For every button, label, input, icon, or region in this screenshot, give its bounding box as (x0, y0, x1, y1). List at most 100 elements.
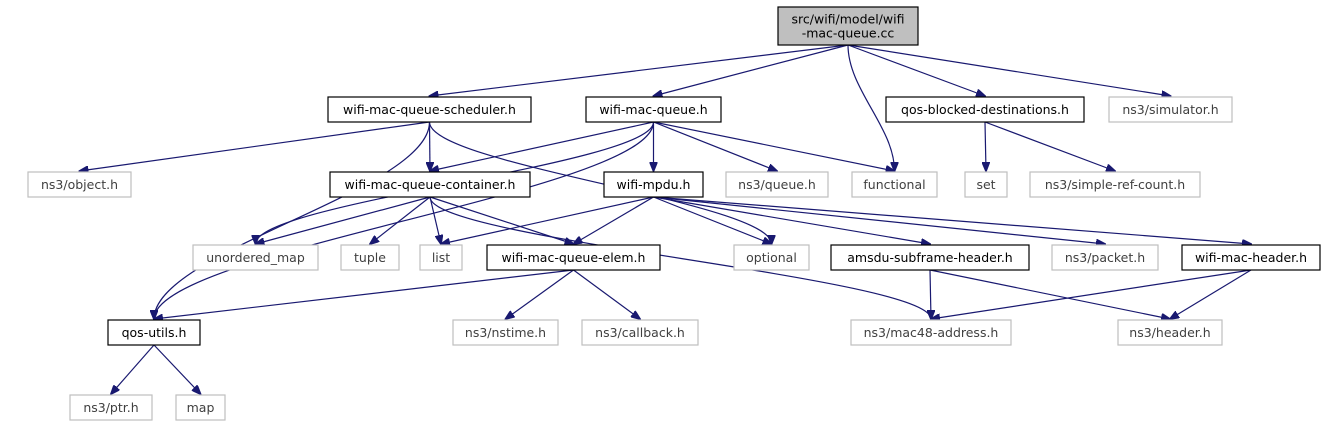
node-ptr: ns3/ptr.h (69, 394, 153, 421)
node-src-box (1029, 171, 1201, 198)
edge-qos-to-map (153, 344, 201, 394)
node-cont-label: wifi-mac-queue-container.h (345, 177, 516, 192)
node-sched-box (327, 96, 532, 123)
node-amsdu[interactable]: amsdu-subframe-header.h (830, 244, 1030, 271)
edge-wmq-to-qos (154, 121, 655, 319)
edge-hdr-to-nhdr (1170, 269, 1252, 319)
edge-mpdu-to-pkt (653, 196, 1106, 244)
node-wmq-label: wifi-mac-queue.h (599, 102, 707, 117)
edge-cont-to-mac48 (429, 196, 931, 319)
node-umap: unordered_map (192, 244, 319, 271)
node-mpdu-box (603, 171, 704, 198)
node-func-label: functional (863, 177, 925, 192)
node-elem-box (486, 244, 661, 271)
node-hdr-box (1181, 244, 1321, 271)
node-obj: ns3/object.h (27, 171, 132, 198)
edge-sched-to-cont (430, 121, 431, 171)
node-root-label: src/wifi/model/wifi (792, 12, 905, 27)
edges (80, 44, 1252, 394)
node-sim: ns3/simulator.h (1108, 96, 1233, 123)
node-list: list (419, 244, 463, 271)
node-mac48-label: ns3/mac48-address.h (864, 325, 999, 340)
edge-qbd-to-set (985, 121, 986, 171)
node-func: functional (851, 171, 938, 198)
node-sim-box (1108, 96, 1233, 123)
edge-mpdu-to-list (441, 196, 654, 244)
node-hdr-label: wifi-mac-header.h (1195, 250, 1307, 265)
node-cb-label: ns3/callback.h (595, 325, 685, 340)
node-map-box (175, 394, 226, 421)
node-root[interactable]: src/wifi/model/wifi-mac-queue.cc (777, 6, 919, 46)
node-obj-box (27, 171, 132, 198)
node-list-label: list (432, 250, 450, 265)
node-qos-label: qos-utils.h (122, 325, 187, 340)
node-ptr-label: ns3/ptr.h (83, 400, 138, 415)
node-cont-box (329, 171, 531, 198)
node-qbd-box (885, 96, 1085, 123)
node-nst: ns3/nstime.h (452, 319, 559, 346)
node-nst-box (452, 319, 559, 346)
node-umap-box (192, 244, 319, 271)
node-wmq-box (585, 96, 722, 123)
edge-mpdu-to-hdr (653, 196, 1252, 244)
edge-mpdu-to-elem (574, 196, 654, 244)
node-list-box (419, 244, 463, 271)
edge-wmq-to-func (653, 121, 895, 171)
node-amsdu-box (830, 244, 1030, 271)
node-nhdr-label: ns3/header.h (1129, 325, 1210, 340)
node-sched-label: wifi-mac-queue-scheduler.h (343, 102, 516, 117)
node-src-label: ns3/simple-ref-count.h (1045, 177, 1185, 192)
edge-elem-to-nst (506, 269, 574, 319)
node-pkt: ns3/packet.h (1051, 244, 1159, 271)
edge-qbd-to-src (984, 121, 1115, 171)
node-queue: ns3/queue.h (725, 171, 829, 198)
node-queue-label: ns3/queue.h (738, 177, 816, 192)
node-cb-box (581, 319, 699, 346)
node-qbd[interactable]: qos-blocked-destinations.h (885, 96, 1085, 123)
edge-cont-to-umap (256, 196, 431, 244)
edge-root-to-func (847, 44, 895, 171)
edge-sched-to-obj (80, 121, 430, 171)
node-tuple-box (340, 244, 400, 271)
node-sched[interactable]: wifi-mac-queue-scheduler.h (327, 96, 532, 123)
edge-elem-to-qos (154, 269, 574, 319)
edge-root-to-wmq (654, 44, 849, 96)
node-opt-box (733, 244, 810, 271)
edge-hdr-to-mac48 (931, 269, 1252, 319)
edge-root-to-sched (430, 44, 849, 96)
node-mac48-box (850, 319, 1012, 346)
node-nhdr: ns3/header.h (1117, 319, 1223, 346)
node-func-box (851, 171, 938, 198)
node-map-label: map (187, 400, 215, 415)
node-nst-label: ns3/nstime.h (465, 325, 546, 340)
node-hdr[interactable]: wifi-mac-header.h (1181, 244, 1321, 271)
edge-sched-to-opt (428, 121, 772, 244)
node-pkt-box (1051, 244, 1159, 271)
node-qbd-label: qos-blocked-destinations.h (901, 102, 1069, 117)
edge-cont-to-tuple (370, 196, 431, 244)
edge-amsdu-to-mac48 (930, 269, 931, 319)
edge-elem-to-cb (573, 269, 641, 319)
node-set-label: set (976, 177, 995, 192)
node-qos[interactable]: qos-utils.h (107, 319, 201, 346)
node-tuple: tuple (340, 244, 400, 271)
node-sim-label: ns3/simulator.h (1122, 102, 1218, 117)
node-mac48: ns3/mac48-address.h (850, 319, 1012, 346)
node-nhdr-box (1117, 319, 1223, 346)
node-root-label: -mac-queue.cc (802, 26, 895, 41)
node-map: map (175, 394, 226, 421)
edge-qos-to-ptr (111, 344, 155, 394)
edge-cont-to-list (429, 196, 441, 244)
node-obj-label: ns3/object.h (41, 177, 118, 192)
edge-mpdu-to-opt (653, 196, 772, 244)
node-ptr-box (69, 394, 153, 421)
node-wmq[interactable]: wifi-mac-queue.h (585, 96, 722, 123)
node-opt-label: optional (746, 250, 797, 265)
node-mpdu[interactable]: wifi-mpdu.h (603, 171, 704, 198)
node-cont[interactable]: wifi-mac-queue-container.h (329, 171, 531, 198)
edge-root-to-qbd (847, 44, 985, 96)
node-elem[interactable]: wifi-mac-queue-elem.h (486, 244, 661, 271)
node-amsdu-label: amsdu-subframe-header.h (847, 250, 1012, 265)
edge-amsdu-to-nhdr (929, 269, 1170, 319)
